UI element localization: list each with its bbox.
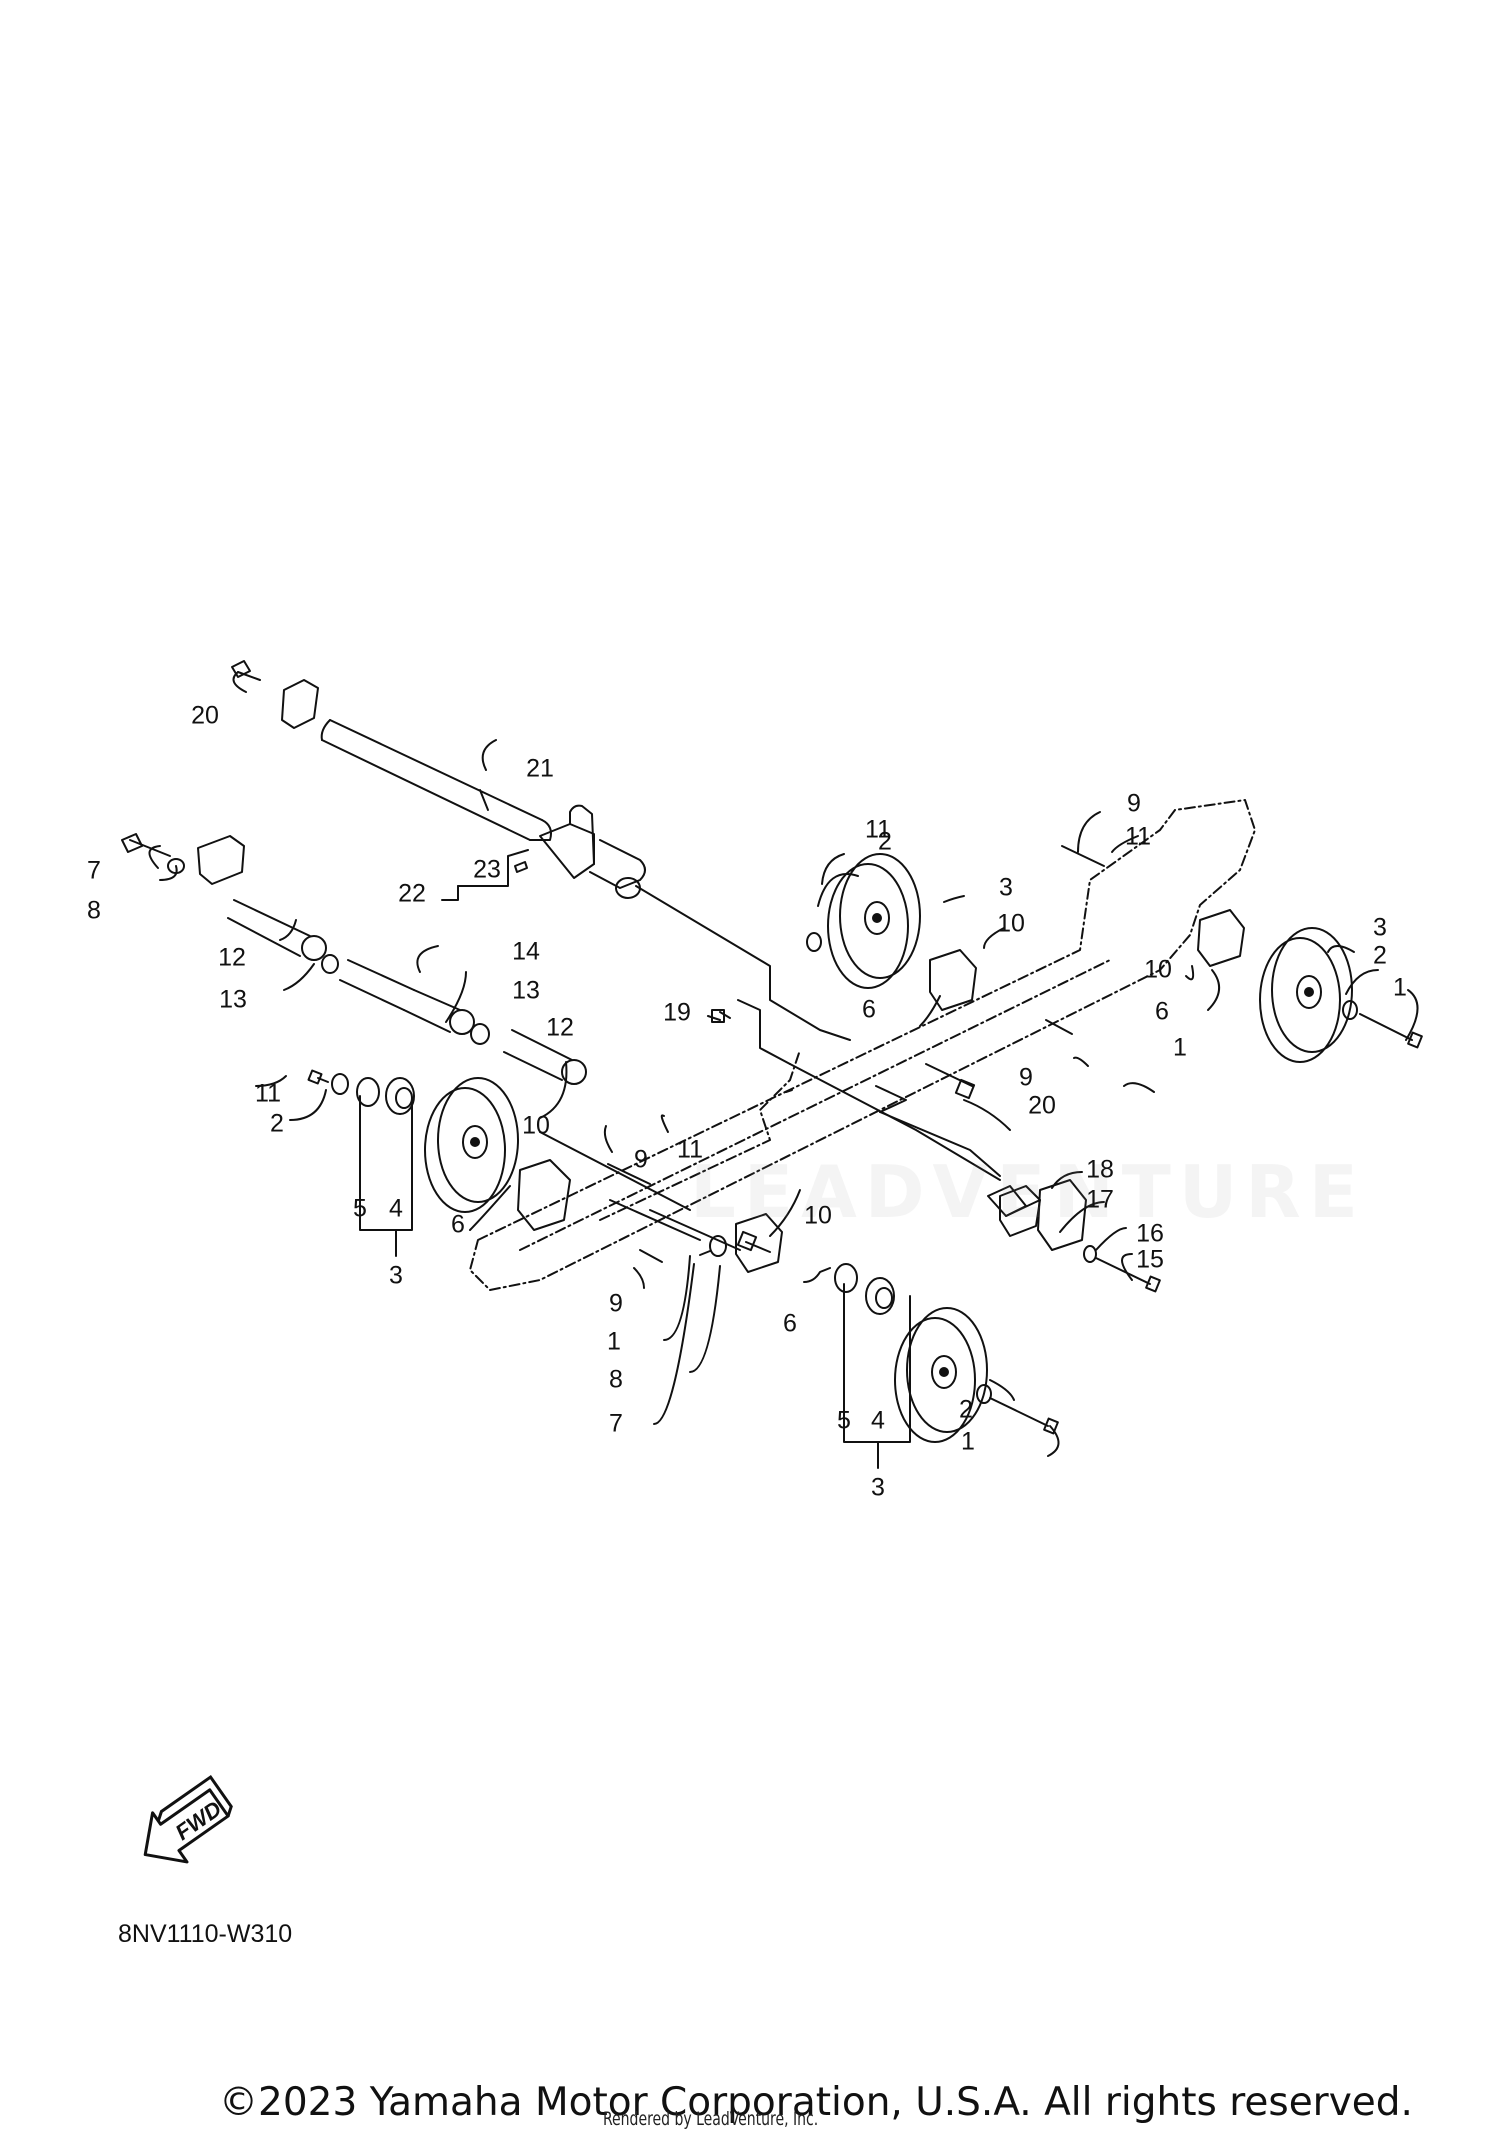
callout: 15: [1136, 1245, 1164, 1274]
upper-shaft-assembly: [231, 660, 646, 899]
callout: 4: [871, 1406, 885, 1435]
watermark: LEADVENTURE: [690, 1150, 1366, 1234]
callout: 10: [522, 1111, 550, 1140]
callout: 4: [389, 1194, 403, 1223]
callout: 12: [546, 1013, 574, 1042]
callout: 10: [1144, 955, 1172, 984]
callout: 14: [512, 937, 540, 966]
fwd-arrow-icon: FWD: [143, 1774, 233, 1864]
callout: 20: [191, 701, 219, 730]
callout: 1: [1173, 1033, 1187, 1062]
callout: 20: [1028, 1091, 1056, 1120]
callout: 3: [389, 1261, 403, 1290]
callout: 16: [1136, 1219, 1164, 1248]
callout: 3: [999, 873, 1013, 902]
callout: 13: [512, 976, 540, 1005]
wheel-left-front: [424, 1077, 519, 1213]
copyright-notice: ©2023 Yamaha Motor Corporation, U.S.A. A…: [219, 2080, 1413, 2125]
callout: 2: [878, 827, 892, 856]
callout: 13: [219, 985, 247, 1014]
callout: 10: [804, 1201, 832, 1230]
callout: 9: [1127, 789, 1141, 818]
callout: 11: [677, 1135, 703, 1164]
callout: 17: [1086, 1185, 1114, 1214]
callout: 12: [218, 943, 246, 972]
wheel-left-rear: [894, 1307, 988, 1443]
callout: 9: [634, 1145, 648, 1174]
callout: 11: [255, 1079, 281, 1108]
callout: 5: [837, 1406, 851, 1435]
wheel-right-rear: [1259, 927, 1353, 1063]
rendered-by-credit: Rendered by LeadVenture, Inc.: [603, 2108, 819, 2130]
callout: 21: [526, 754, 554, 783]
callout: 18: [1086, 1155, 1114, 1184]
diagram-code: 8NV1110-W310: [118, 1920, 293, 1948]
callout: 6: [862, 995, 876, 1024]
callout: 2: [270, 1109, 284, 1138]
callout: 3: [1373, 913, 1387, 942]
frame-rail: [469, 799, 1256, 1291]
callout: 19: [663, 998, 691, 1027]
callout: 22: [398, 879, 426, 908]
callout: 1: [961, 1427, 975, 1456]
callout: 11: [865, 815, 891, 844]
callout: 10: [997, 909, 1025, 938]
callout: 8: [609, 1365, 623, 1394]
callout: 1: [1393, 973, 1407, 1002]
callout: 9: [609, 1289, 623, 1318]
callout: 23: [473, 855, 501, 884]
callout: 2: [959, 1395, 973, 1424]
callout: 9: [1019, 1063, 1033, 1092]
callout: 7: [609, 1409, 623, 1438]
callout: 11: [1125, 822, 1151, 851]
callout: 2: [1373, 941, 1387, 970]
callout: 5: [353, 1194, 367, 1223]
callout: 6: [451, 1210, 465, 1239]
left-shaft-assembly: [121, 833, 587, 1085]
callout: 3: [871, 1473, 885, 1502]
callout: 7: [87, 856, 101, 885]
callout: 8: [87, 896, 101, 925]
callout: 6: [1155, 997, 1169, 1026]
callout: 1: [607, 1327, 621, 1356]
callout: 6: [783, 1309, 797, 1338]
wheel-right-front: [827, 853, 921, 989]
